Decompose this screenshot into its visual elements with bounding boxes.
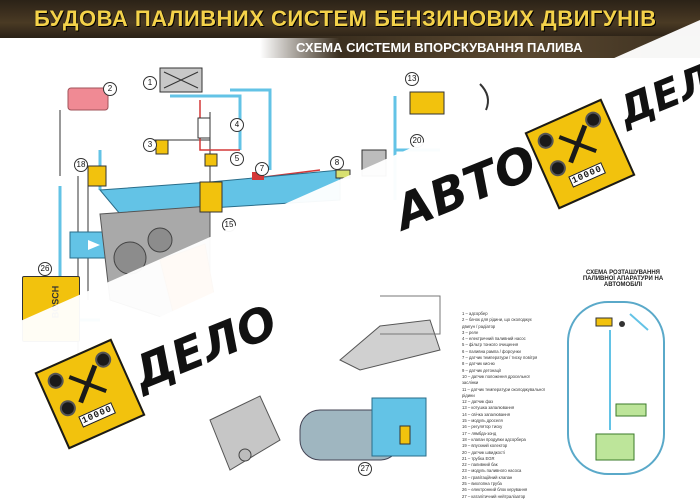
legend-line: 4 – електричний паливний насос <box>462 336 526 342</box>
legend-line: 27 – каталітичний нейтралізатор <box>462 493 526 499</box>
inset-tank <box>595 433 635 461</box>
callout-26: 26 <box>38 262 52 276</box>
watermark-logo: 10000 <box>524 98 636 210</box>
legend-line: 26 – електронний блок керування <box>462 487 528 493</box>
callout-27: 27 <box>358 462 372 476</box>
air-sensor <box>252 172 264 180</box>
pump-module-part <box>399 425 411 445</box>
adsorber-cross-icon <box>163 71 199 89</box>
fuel-pump <box>204 153 218 167</box>
legend-line: 14 – свічка запалювання <box>462 411 510 417</box>
legend-line: 18 – клапан продувки адсорбера <box>462 436 526 442</box>
legend-line: 2 – бачок для рідини, що охолоджує <box>462 317 533 323</box>
legend-line: 17 – лямбда-зонд <box>462 430 497 436</box>
spark-plug <box>479 83 489 111</box>
callout-5: 5 <box>230 152 244 166</box>
oxygen-sensor <box>335 169 351 179</box>
legend-line: 12 – датчик фаз <box>462 399 494 405</box>
legend-line: 9 – датчик детонації <box>462 367 502 373</box>
legend-line: двигун / радіатор <box>462 323 496 329</box>
cylinder <box>147 227 173 253</box>
inset-title-line-2: ПАЛИВНОЇ АПАРАТУРИ НА АВТОМОБІЛІ <box>582 276 664 288</box>
muffler <box>209 395 281 471</box>
inset-title-line-1: СХЕМА РОЗТАШУВАННЯ <box>586 270 660 276</box>
legend-line: 16 – регулятор тиску <box>462 424 503 430</box>
page-subtitle: СХЕМА СИСТЕМИ ВПОРСКУВАННЯ ПАЛИВА <box>296 40 583 55</box>
legend-line: 21 – трубка EGR <box>462 455 495 461</box>
legend-line: 24 – гравітаційний клапан <box>462 474 513 480</box>
inset-title: СХЕМА РОЗТАШУВАННЯ ПАЛИВНОЇ АПАРАТУРИ НА… <box>568 270 678 288</box>
callout-3: 3 <box>143 138 157 152</box>
header-bar <box>0 0 700 38</box>
bracket <box>380 295 441 335</box>
legend-line: 19 – впускний колектор <box>462 443 508 449</box>
callout-7: 7 <box>255 162 269 176</box>
legend-line: 13 – котушка запалювання <box>462 405 515 411</box>
subtitle-band <box>260 36 700 58</box>
logo-wrench-icon <box>558 124 597 164</box>
callout-1: 1 <box>143 76 157 90</box>
callout-2: 2 <box>103 82 117 96</box>
legend-line: 11 – датчик температури охолоджувальної <box>462 386 545 392</box>
inset-ecu <box>595 317 613 327</box>
inset-sensor <box>619 321 625 327</box>
coolant-tank <box>67 87 109 111</box>
callout-4: 4 <box>230 118 244 132</box>
ignition-coil <box>409 91 445 115</box>
legend-line: 3 – реле <box>462 329 479 335</box>
legend-line: 22 – паливний бак <box>462 462 498 468</box>
legend-line: 23 – модуль паливного насоса <box>462 468 522 474</box>
legend-line: 5 – фільтр тонкого очищення <box>462 342 519 348</box>
legend-line: 8 – датчик кисню <box>462 361 495 367</box>
legend-line: 10 – датчик положення дросельної <box>462 373 530 379</box>
air-flow-arrow-icon <box>88 240 100 250</box>
page-title: БУДОВА ПАЛИВНИХ СИСТЕМ БЕНЗИНОВИХ ДВИГУН… <box>34 6 657 31</box>
fuel-filter <box>197 117 211 139</box>
callout-8: 8 <box>330 156 344 170</box>
legend-line: 25 – вихлопна труба <box>462 481 502 487</box>
car-outline <box>567 301 665 475</box>
logo-wrench-icon <box>68 364 107 404</box>
fuel-pump-module <box>371 397 427 457</box>
inset-line <box>629 313 649 331</box>
muffler-outlet <box>238 448 252 462</box>
callout-18: 18 <box>74 158 88 172</box>
legend-line: 6 – паливна рампа / форсунки <box>462 348 521 354</box>
exhaust-pipe <box>339 319 441 371</box>
callout-13: 13 <box>405 72 419 86</box>
legend-line: 20 – датчик швидкості <box>462 449 505 455</box>
purge-valve <box>87 165 107 187</box>
legend-line: 15 – модуль дроселя <box>462 418 503 424</box>
watermark-logo: 10000 <box>34 338 146 450</box>
legend-line: рідини <box>462 392 475 398</box>
legend-line: 1 – адсорбер <box>462 311 488 316</box>
inset-canister <box>615 403 647 417</box>
legend: 1 – адсорбер 2 – бачок для рідини, що ох… <box>462 311 558 500</box>
legend-line: заслінки <box>462 380 479 386</box>
legend-line: 7 – датчик температури / тиску повітря <box>462 355 538 361</box>
throttle-module <box>199 181 223 213</box>
